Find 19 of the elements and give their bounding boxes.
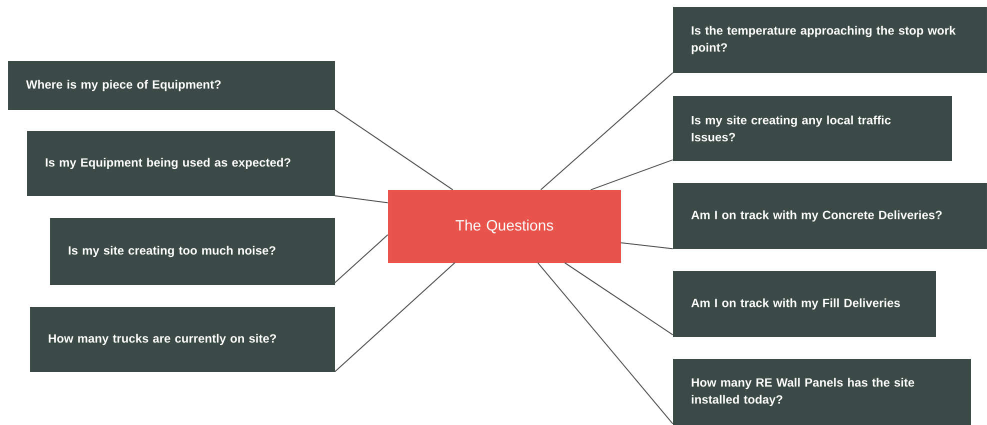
question-box: Is my site creating any local traffic Issues? [673, 96, 952, 161]
topic-box: The Questions [388, 190, 621, 263]
connector-line [590, 159, 674, 190]
question-box: How many trucks are currently on site? [30, 306, 335, 372]
question-box: Where is my piece of Equipment? [8, 61, 335, 110]
connector-line [334, 262, 456, 372]
connector-line [334, 195, 388, 204]
connector-line [334, 234, 388, 284]
question-box: Am I on track with my Concrete Deliveries? [673, 183, 987, 249]
question-box: Is the temperature approaching the stop work point? [673, 7, 987, 73]
connector-line [334, 109, 454, 190]
connector-line [564, 262, 674, 336]
connector-line [540, 72, 674, 190]
question-box: Is my site creating too much noise? [50, 218, 335, 285]
question-box: Is my Equipment being used as expected? [27, 131, 335, 196]
question-box: How many RE Wall Panels has the site installed today? [673, 358, 971, 425]
question-box: Am I on track with my Fill Deliveries [673, 271, 936, 337]
connector-line [620, 242, 674, 250]
connector-line [537, 262, 674, 424]
